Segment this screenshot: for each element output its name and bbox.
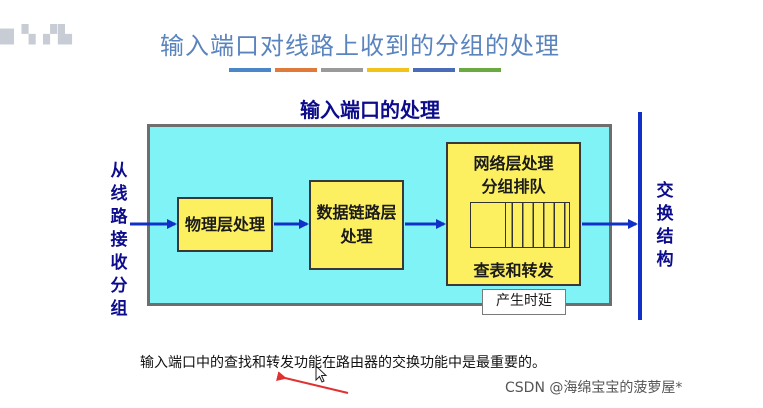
caption: 输入端口中的查找和转发功能在路由器的交换功能中是最重要的。 bbox=[140, 355, 546, 371]
color-bar bbox=[413, 68, 455, 72]
vertical-char: 接 bbox=[110, 230, 128, 250]
color-bar bbox=[229, 68, 271, 72]
slide-title: 输入端口对线路上收到的分组的处理 bbox=[160, 32, 560, 60]
vertical-char: 收 bbox=[110, 253, 128, 273]
datalink-layer-block: 数据链路层处理 bbox=[309, 180, 404, 270]
logo-watermark: ▆ ▚ ▞▙ ▗ bbox=[0, 24, 86, 45]
network-layer-line1: 网络层处理 bbox=[473, 154, 554, 173]
packet-queue bbox=[470, 202, 570, 248]
annotation-arrow bbox=[276, 371, 349, 394]
color-strip bbox=[229, 68, 501, 72]
network-layer-block: 网络层处理 分组排队 查表和转发 bbox=[446, 142, 581, 286]
vertical-char: 交 bbox=[656, 181, 674, 201]
csdn-watermark: CSDN @海绵宝宝的菠萝屋* bbox=[505, 380, 683, 396]
color-bar bbox=[459, 68, 501, 72]
vertical-char: 组 bbox=[110, 299, 128, 319]
delay-tag: 产生时延 bbox=[482, 289, 566, 315]
vertical-char: 构 bbox=[656, 250, 674, 270]
receive-from-line-label: 从线路接收分组 bbox=[108, 160, 130, 321]
physical-layer-block: 物理层处理 bbox=[177, 197, 273, 252]
diagram-title: 输入端口的处理 bbox=[300, 98, 440, 122]
switch-fabric-bar bbox=[638, 112, 642, 320]
color-bar bbox=[275, 68, 317, 72]
vertical-char: 线 bbox=[110, 184, 128, 204]
lookup-forward-label: 查表和转发 bbox=[473, 261, 554, 280]
color-bar bbox=[321, 68, 363, 72]
datalink-layer-label: 数据链路层处理 bbox=[316, 203, 397, 246]
vertical-char: 路 bbox=[110, 207, 128, 227]
network-layer-line2: 分组排队 bbox=[481, 177, 546, 196]
vertical-char: 换 bbox=[656, 204, 674, 224]
vertical-char: 分 bbox=[110, 276, 128, 296]
network-layer-label: 网络层处理 分组排队 bbox=[448, 152, 579, 198]
color-bar bbox=[367, 68, 409, 72]
switch-fabric-label: 交换结构 bbox=[654, 180, 676, 272]
cursor-icon bbox=[315, 364, 328, 383]
vertical-char: 结 bbox=[656, 227, 674, 247]
queue-empty-slot bbox=[471, 203, 506, 247]
vertical-char: 从 bbox=[110, 161, 128, 181]
